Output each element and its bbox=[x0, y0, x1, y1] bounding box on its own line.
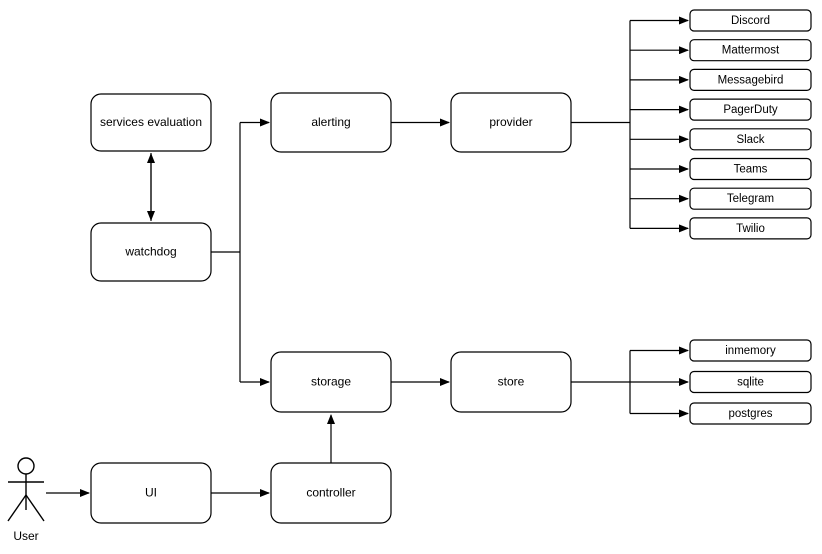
node-store[interactable]: store bbox=[450, 351, 572, 413]
node-alerting[interactable]: alerting bbox=[270, 92, 392, 153]
store-option-postgres[interactable]: postgres bbox=[689, 402, 812, 425]
actor-user[interactable]: User bbox=[7, 457, 45, 543]
provider-option-messagebird[interactable]: Messagebird bbox=[689, 68, 812, 92]
provider-option-slack-label: Slack bbox=[736, 134, 764, 146]
node-services-evaluation-label: services evaluation bbox=[100, 115, 202, 129]
provider-option-mattermost-label: Mattermost bbox=[722, 45, 780, 57]
provider-option-twilio[interactable]: Twilio bbox=[689, 217, 812, 240]
store-option-postgres-label: postgres bbox=[728, 408, 772, 420]
provider-option-slack[interactable]: Slack bbox=[689, 128, 812, 151]
node-store-label: store bbox=[498, 375, 525, 389]
node-watchdog-label: watchdog bbox=[124, 245, 176, 259]
actor-leg-left-icon bbox=[7, 494, 27, 522]
provider-option-slack-rect[interactable] bbox=[689, 128, 812, 151]
provider-option-twilio-rect[interactable] bbox=[689, 217, 812, 240]
provider-option-telegram-rect[interactable] bbox=[689, 187, 812, 210]
store-option-inmemory[interactable]: inmemory bbox=[689, 339, 812, 362]
provider-option-discord[interactable]: Discord bbox=[689, 9, 812, 32]
node-provider[interactable]: provider bbox=[450, 92, 572, 153]
provider-option-teams[interactable]: Teams bbox=[689, 157, 812, 181]
store-option-sqlite-rect[interactable] bbox=[689, 370, 812, 394]
node-storage-label: storage bbox=[311, 375, 351, 389]
node-store-rect[interactable] bbox=[450, 351, 572, 413]
provider-option-pagerduty-label: PagerDuty bbox=[723, 104, 778, 116]
node-controller-label: controller bbox=[306, 486, 355, 500]
provider-option-pagerduty-rect[interactable] bbox=[689, 98, 812, 121]
provider-option-pagerduty[interactable]: PagerDuty bbox=[689, 98, 812, 121]
provider-option-discord-label: Discord bbox=[731, 15, 770, 27]
provider-option-teams-label: Teams bbox=[734, 164, 768, 176]
provider-option-twilio-label: Twilio bbox=[736, 223, 765, 235]
provider-option-messagebird-rect[interactable] bbox=[689, 68, 812, 92]
actor-leg-right-icon bbox=[25, 494, 45, 522]
node-watchdog-rect[interactable] bbox=[90, 222, 212, 282]
provider-option-teams-rect[interactable] bbox=[689, 157, 812, 181]
node-storage-rect[interactable] bbox=[270, 351, 392, 413]
store-option-sqlite-label: sqlite bbox=[737, 377, 764, 389]
edges-layer bbox=[46, 16, 689, 497]
node-provider-rect[interactable] bbox=[450, 92, 572, 153]
node-storage[interactable]: storage bbox=[270, 351, 392, 413]
provider-option-messagebird-label: Messagebird bbox=[718, 74, 784, 86]
node-alerting-rect[interactable] bbox=[270, 92, 392, 153]
store-option-inmemory-rect[interactable] bbox=[689, 339, 812, 362]
node-ui-label: UI bbox=[145, 486, 157, 500]
nodes-layer: services evaluation watchdog alerting provi… bbox=[90, 92, 572, 524]
leaves-layer: DiscordMattermostMessagebirdPagerDutySla… bbox=[689, 9, 812, 425]
actor-layer: User bbox=[7, 457, 45, 543]
provider-option-mattermost-rect[interactable] bbox=[689, 39, 812, 62]
store-option-postgres-rect[interactable] bbox=[689, 402, 812, 425]
node-services-evaluation-rect[interactable] bbox=[90, 93, 212, 152]
actor-head-icon bbox=[17, 457, 35, 475]
node-alerting-label: alerting bbox=[311, 115, 350, 129]
node-watchdog[interactable]: watchdog bbox=[90, 222, 212, 282]
provider-option-discord-rect[interactable] bbox=[689, 9, 812, 32]
provider-option-telegram-label: Telegram bbox=[727, 193, 774, 205]
node-controller-rect[interactable] bbox=[270, 462, 392, 524]
node-provider-label: provider bbox=[489, 115, 532, 129]
store-option-inmemory-label: inmemory bbox=[725, 345, 776, 357]
node-ui-rect[interactable] bbox=[90, 462, 212, 524]
node-ui[interactable]: UI bbox=[90, 462, 212, 524]
actor-user-label: User bbox=[13, 529, 38, 543]
node-services-evaluation[interactable]: services evaluation bbox=[90, 93, 212, 152]
store-option-sqlite[interactable]: sqlite bbox=[689, 370, 812, 394]
provider-option-mattermost[interactable]: Mattermost bbox=[689, 39, 812, 62]
node-controller[interactable]: controller bbox=[270, 462, 392, 524]
provider-option-telegram[interactable]: Telegram bbox=[689, 187, 812, 210]
